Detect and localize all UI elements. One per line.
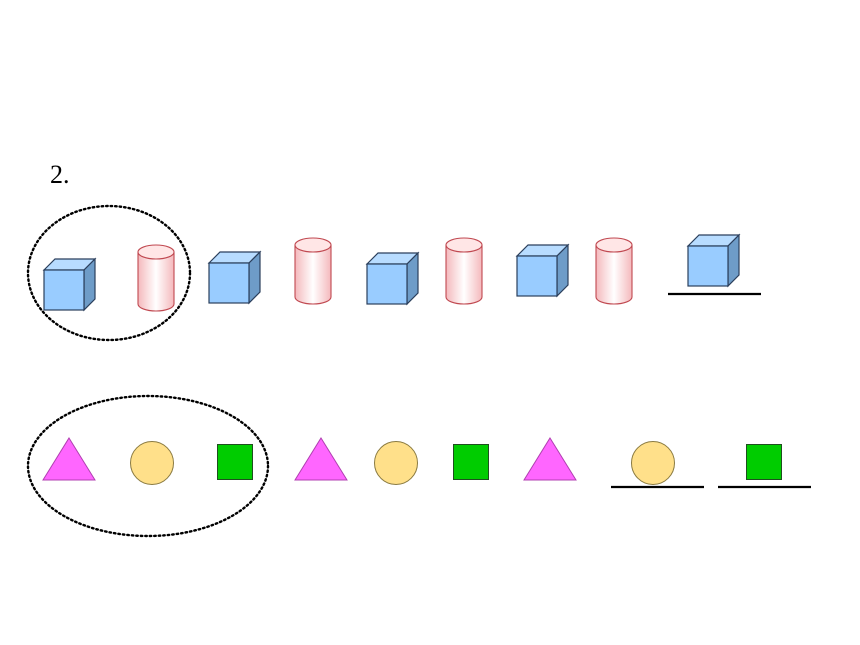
triangle-shape bbox=[523, 437, 577, 481]
cube-shape bbox=[207, 250, 262, 305]
cube-shape bbox=[515, 243, 570, 298]
triangle-shape bbox=[294, 437, 348, 481]
square-shape bbox=[217, 444, 253, 480]
question-number: 2. bbox=[50, 160, 70, 189]
flat-shapes-pattern-row bbox=[26, 394, 811, 538]
square-shape bbox=[746, 444, 782, 480]
cube-shape bbox=[42, 257, 97, 312]
cylinder-shape bbox=[137, 244, 175, 312]
circle-shape bbox=[374, 441, 418, 485]
cylinder-shape bbox=[595, 237, 633, 305]
cube-shape bbox=[686, 233, 741, 288]
pattern-unit-circle bbox=[26, 204, 192, 342]
circle-shape bbox=[130, 441, 174, 485]
triangle-shape bbox=[42, 437, 96, 481]
cylinder-shape bbox=[445, 237, 483, 305]
circle-shape bbox=[631, 441, 675, 485]
square-shape bbox=[453, 444, 489, 480]
pattern-unit-circle bbox=[26, 394, 270, 538]
cube-shape bbox=[365, 251, 420, 306]
cylinder-shape bbox=[294, 237, 332, 305]
solids-pattern-row bbox=[26, 204, 761, 342]
